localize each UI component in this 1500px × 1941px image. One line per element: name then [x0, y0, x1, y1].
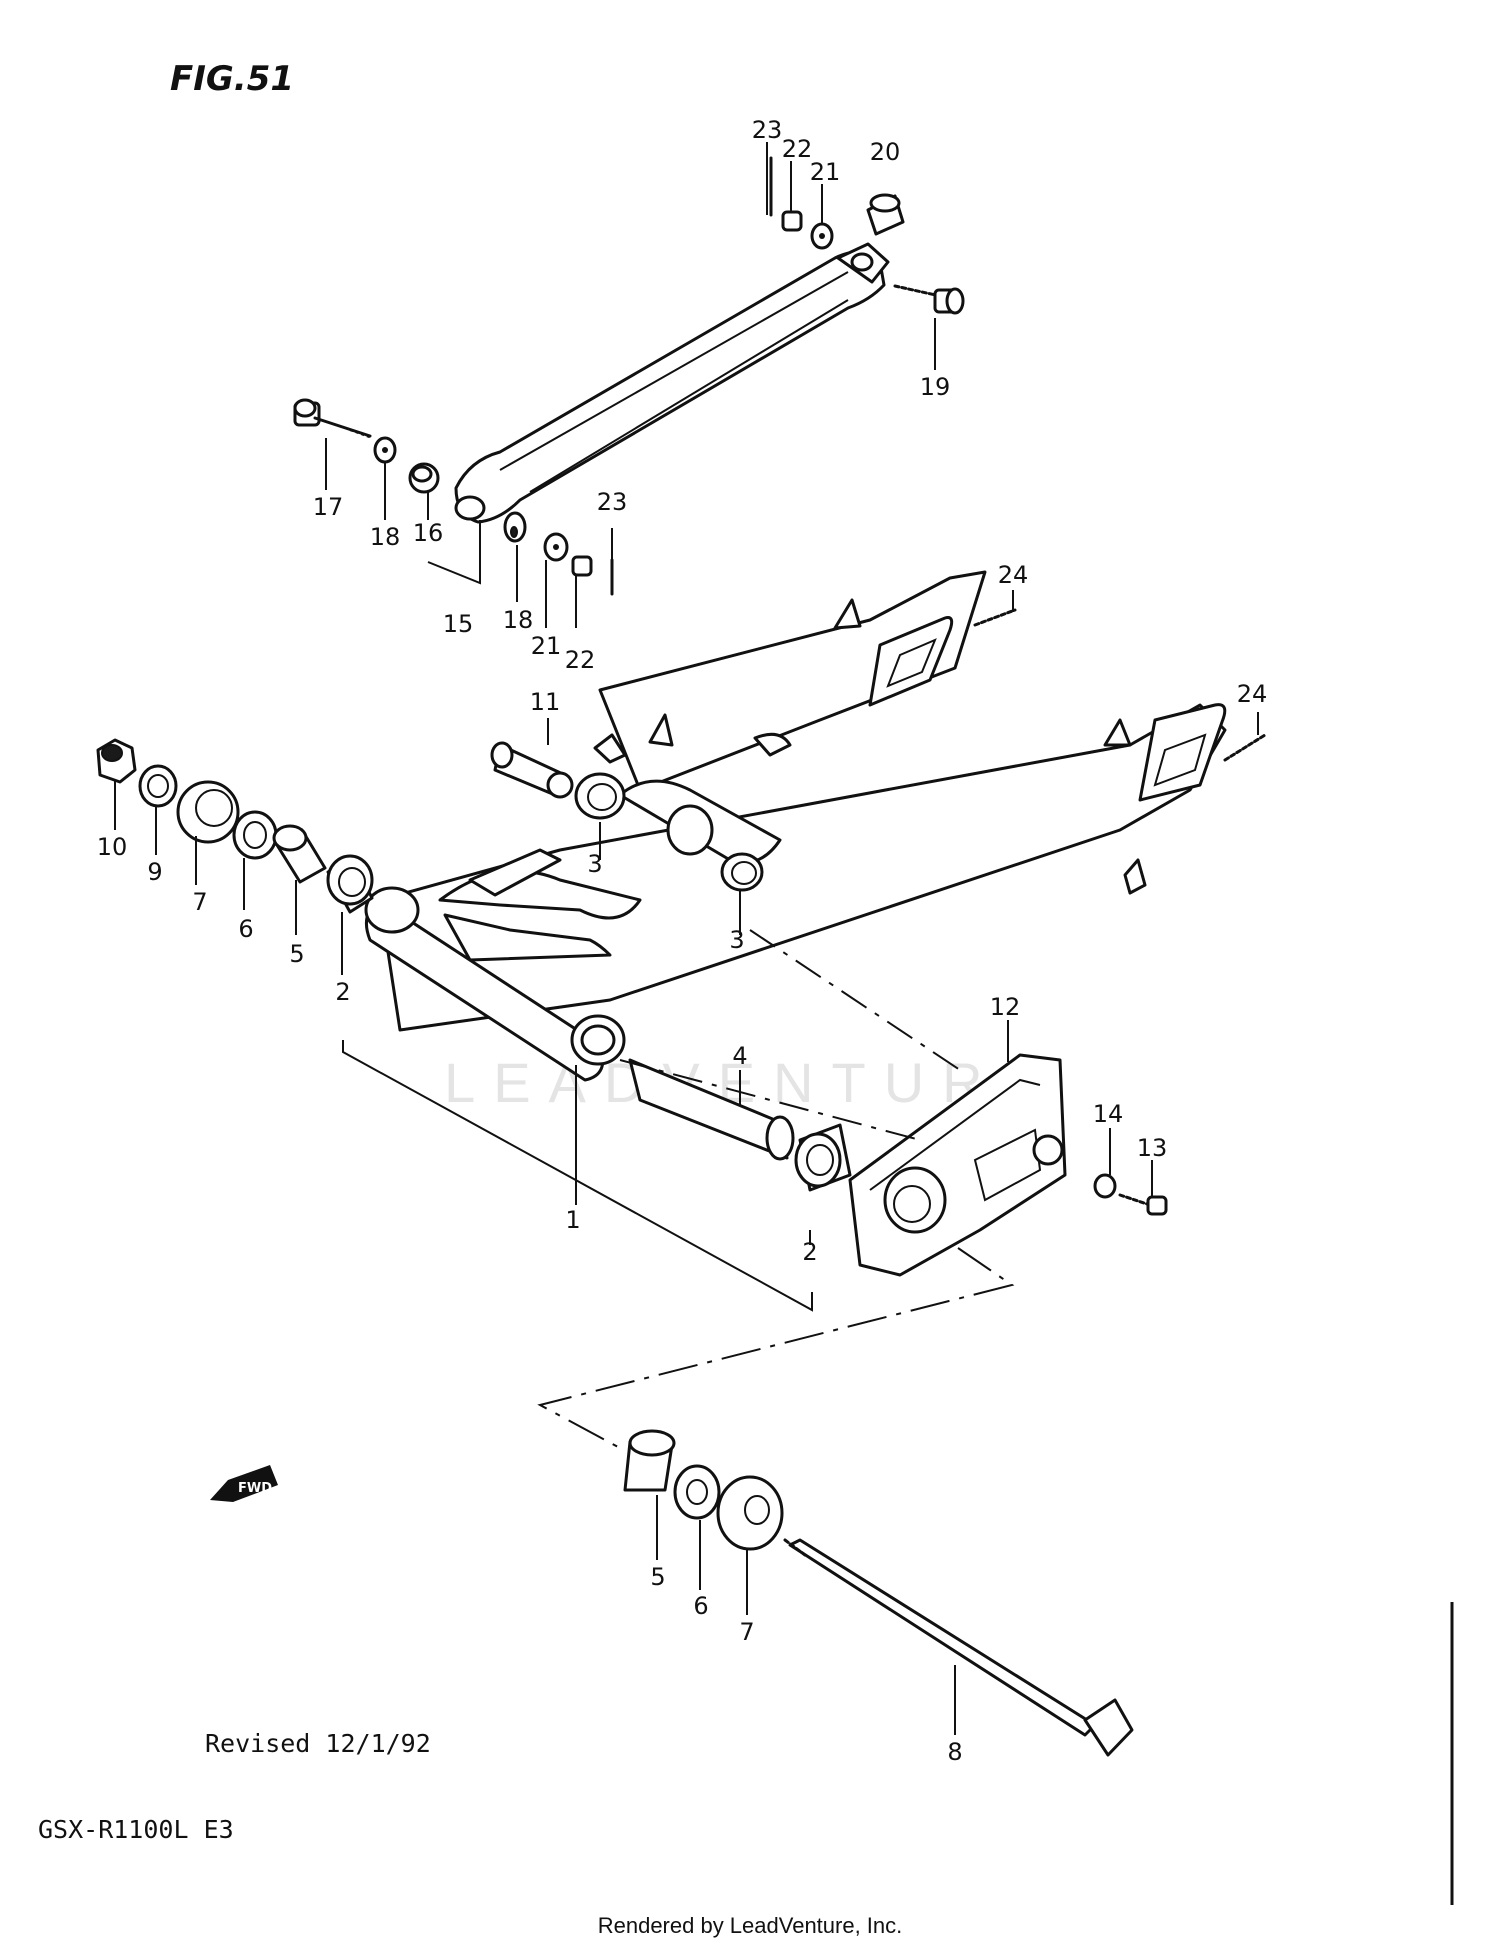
- callout-18: 18: [503, 606, 534, 634]
- callout-2: 2: [335, 978, 350, 1006]
- callout-8: 8: [947, 1738, 962, 1766]
- callout-24: 24: [1237, 680, 1268, 708]
- spacer-5-upper: [272, 824, 327, 884]
- callout-5: 5: [289, 940, 304, 968]
- fwd-arrow: FWD: [210, 1465, 278, 1502]
- collar-4: [628, 1058, 795, 1161]
- callout-22: 22: [565, 646, 596, 674]
- pivot-shaft-8: [783, 1538, 1134, 1757]
- callout-6: 6: [693, 1592, 708, 1620]
- callout-1: 1: [565, 1206, 580, 1234]
- chain-guard: [848, 1053, 1067, 1277]
- bolt-13: [1118, 1193, 1168, 1216]
- callout-3: 3: [587, 850, 602, 878]
- callout-11: 11: [530, 688, 561, 716]
- adjuster-bolt-24-upper: [973, 608, 1017, 627]
- callout-6: 6: [238, 915, 253, 943]
- bolt-17: [293, 398, 373, 439]
- callout-22: 22: [782, 135, 813, 163]
- bolt-19: [893, 284, 965, 315]
- bearing-3-lower: [720, 852, 764, 892]
- callout-3: 3: [729, 926, 744, 954]
- dust-seal-7-lower: [716, 1475, 784, 1551]
- spacer-5-lower: [623, 1429, 676, 1492]
- revision-note: Revised 12/1/92: [205, 1729, 431, 1758]
- washer-18-upper: [373, 436, 397, 464]
- washer-9: [138, 764, 178, 808]
- callout-15: 15: [443, 610, 474, 638]
- callout-16: 16: [413, 519, 444, 547]
- torque-link: [454, 242, 890, 524]
- callout-13: 13: [1137, 1134, 1168, 1162]
- washer-14: [1093, 1173, 1117, 1199]
- dust-seal-7-upper: [176, 780, 240, 844]
- callout-18: 18: [370, 523, 401, 551]
- callout-19: 19: [920, 373, 951, 401]
- fwd-label: FWD: [238, 1481, 272, 1496]
- bearing-3-upper: [574, 772, 626, 820]
- bearing-2-lower: [794, 1123, 852, 1192]
- callout-21: 21: [531, 632, 562, 660]
- leader-lines: [114, 142, 1259, 1735]
- washer-21-lower: [543, 532, 569, 562]
- figure-title: FIG.51: [170, 59, 294, 99]
- callout-12: 12: [990, 993, 1021, 1021]
- washer-18-lower: [503, 511, 527, 543]
- adjuster-bolt-24-lower: [1223, 733, 1267, 762]
- callout-labels: 23 22 21 20 19 17 18 16 15 23 18 21 22 2…: [97, 116, 1268, 1766]
- callout-7: 7: [192, 888, 207, 916]
- nut-22-upper: [781, 210, 803, 232]
- callout-5: 5: [650, 1563, 665, 1591]
- model-code: GSX-R1100L E3: [38, 1815, 234, 1844]
- callout-21: 21: [810, 158, 841, 186]
- callout-23: 23: [752, 116, 783, 144]
- callout-2: 2: [802, 1238, 817, 1266]
- callout-17: 17: [313, 493, 344, 521]
- spacer-11: [490, 741, 574, 799]
- callout-9: 9: [147, 858, 162, 886]
- callout-10: 10: [97, 833, 128, 861]
- callout-14: 14: [1093, 1100, 1124, 1128]
- callout-7: 7: [739, 1618, 754, 1646]
- callout-24: 24: [998, 561, 1029, 589]
- bearing-2-upper: [326, 854, 374, 914]
- collar-16: [408, 462, 440, 494]
- nut-10: [96, 738, 137, 784]
- swingarm: [364, 570, 1227, 1082]
- collar-20: [866, 193, 905, 236]
- washer-6-lower: [673, 1464, 721, 1520]
- render-credit: Rendered by LeadVenture, Inc.: [598, 1913, 903, 1938]
- callout-23: 23: [597, 488, 628, 516]
- callout-20: 20: [870, 138, 901, 166]
- nut-22-lower: [571, 555, 593, 577]
- washer-21-upper: [810, 222, 834, 250]
- callout-4: 4: [732, 1042, 747, 1070]
- washer-6-upper: [232, 810, 278, 860]
